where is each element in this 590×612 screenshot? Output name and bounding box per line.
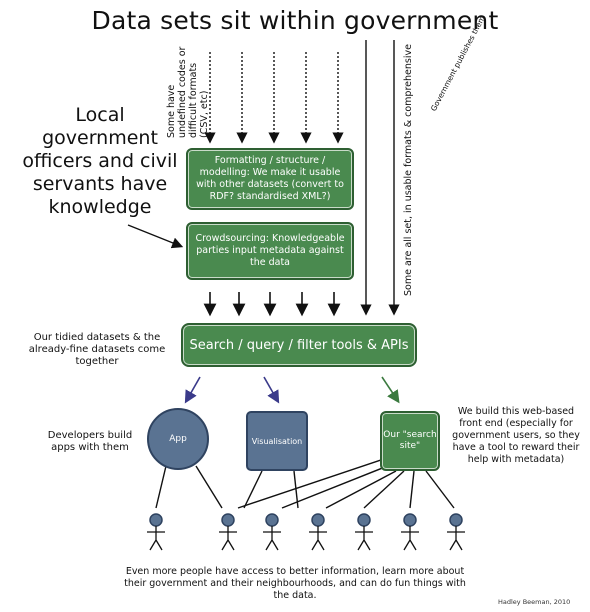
crowdsourcing-box: Crowdsourcing: Knowledgeable parties inp… <box>186 222 354 280</box>
diagram-title: Data sets sit within government <box>91 6 499 35</box>
arrow-to-search-site <box>381 376 400 404</box>
person-icon <box>147 513 165 551</box>
credit-text: Hadley Beeman, 2010 <box>498 598 571 606</box>
person-icon <box>219 513 237 551</box>
visualisation-box: Visualisation <box>246 411 308 471</box>
person-icon <box>309 513 327 551</box>
formatting-box: Formatting / structure / modelling: We m… <box>186 148 354 210</box>
person-icon <box>401 513 419 551</box>
app-circle: App <box>147 408 209 470</box>
person-icon <box>263 513 281 551</box>
footer-text: Even more people have access to better i… <box>124 566 466 601</box>
arrow-to-app <box>184 376 201 404</box>
person-icon <box>447 513 465 551</box>
search-tools-box: Search / query / filter tools & APIs <box>181 323 417 367</box>
knowledge-arrow <box>127 224 184 249</box>
developers-note: Developers build apps with them <box>47 430 133 453</box>
tidied-datasets-note: Our tidied datasets & the already-fine d… <box>28 332 166 367</box>
people-row <box>147 513 465 551</box>
arrow-to-visualisation <box>263 376 280 404</box>
front-end-note: We build this web-based front end (espec… <box>452 406 580 465</box>
search-site-box: Our "search site" <box>380 411 440 471</box>
person-icon <box>355 513 373 551</box>
local-knowledge-note: Local government officers and civil serv… <box>22 104 178 218</box>
